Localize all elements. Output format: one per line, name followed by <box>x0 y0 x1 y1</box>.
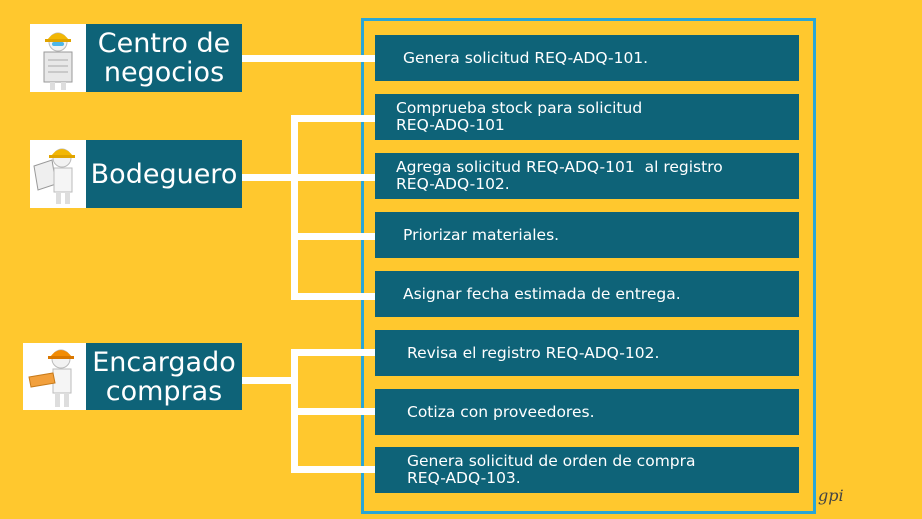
step-box: Agrega solicitud REQ-ADQ-101 al registro… <box>375 153 799 199</box>
step-box: Revisa el registro REQ-ADQ-102. <box>375 330 799 376</box>
worker-with-clipboard-icon <box>28 349 74 407</box>
connector-bodeguero-branch-4 <box>291 293 375 300</box>
step-box: Genera solicitud REQ-ADQ-101. <box>375 35 799 81</box>
step-text: Genera solicitud de orden de compra REQ-… <box>407 452 696 487</box>
connector-bodeguero-vertical <box>291 115 298 300</box>
step-text: Priorizar materiales. <box>403 225 560 244</box>
step-box: Cotiza con proveedores. <box>375 389 799 435</box>
step-text: Genera solicitud REQ-ADQ-101. <box>403 48 649 67</box>
connector-encargado-branch-3 <box>291 466 375 473</box>
step-box: Priorizar materiales. <box>375 212 799 258</box>
step-text: Agrega solicitud REQ-ADQ-101 al registro… <box>396 158 723 193</box>
avatar-bodeguero <box>30 140 86 208</box>
step-text: Revisa el registro REQ-ADQ-102. <box>407 343 660 362</box>
connector-encargado-branch-1 <box>291 349 375 356</box>
actor-bodeguero: Bodeguero <box>86 140 242 208</box>
connector-encargado-branch-2 <box>291 408 375 415</box>
connector-bodeguero-branch-2 <box>291 174 375 181</box>
connector-bodeguero-stem <box>242 174 297 181</box>
actor-label: Encargado compras <box>92 346 236 407</box>
connector-encargado-stem <box>242 377 297 384</box>
actor-label: Bodeguero <box>90 158 238 190</box>
worker-with-paper-icon <box>33 148 75 204</box>
process-frame <box>361 18 816 514</box>
step-box: Comprueba stock para solicitud REQ-ADQ-1… <box>375 94 799 140</box>
step-box: Genera solicitud de orden de compra REQ-… <box>375 447 799 493</box>
connector-bodeguero-branch-1 <box>291 115 375 122</box>
avatar-encargado-compras <box>23 343 86 410</box>
connector-bodeguero-branch-3 <box>291 233 375 240</box>
actor-encargado-compras: Encargado compras <box>86 343 242 410</box>
worker-reading-icon <box>43 32 73 90</box>
avatar-centro-negocios <box>30 24 86 92</box>
actor-centro-negocios: Centro de negocios <box>86 24 242 92</box>
connector-centro <box>242 55 375 62</box>
step-text: Cotiza con proveedores. <box>407 402 595 421</box>
step-box: Asignar fecha estimada de entrega. <box>375 271 799 317</box>
step-text: Asignar fecha estimada de entrega. <box>403 284 681 303</box>
actor-label: Centro de negocios <box>97 28 231 88</box>
step-text: Comprueba stock para solicitud REQ-ADQ-1… <box>396 99 643 134</box>
signature: gpi <box>818 486 844 505</box>
